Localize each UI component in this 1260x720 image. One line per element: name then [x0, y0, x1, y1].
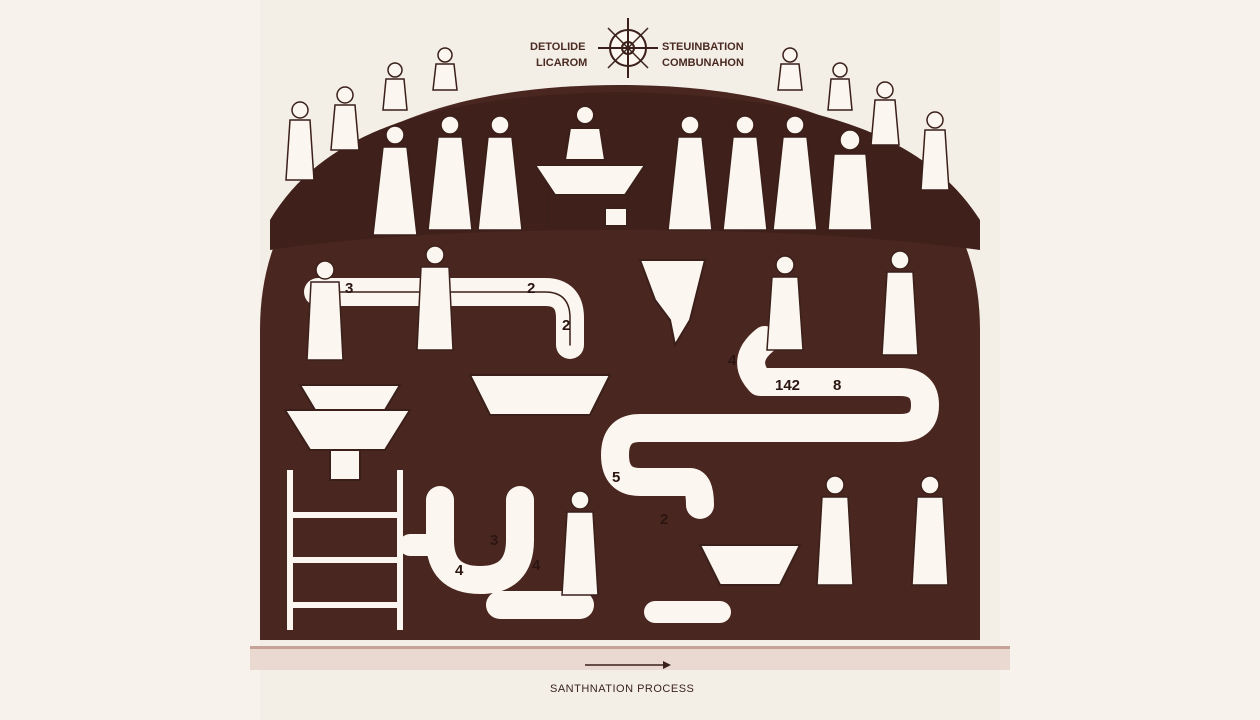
header-left-line2: LICAROM [536, 57, 587, 69]
step-label-i: 3 [490, 532, 498, 549]
pipe-network [304, 278, 939, 623]
header-right-line2: COMBUNAHON [662, 57, 744, 69]
upper-row-figures [372, 115, 873, 236]
step-label-f: 8 [833, 377, 841, 394]
worker-figures [306, 245, 949, 596]
caption: SANTHNATION PROCESS [550, 683, 694, 695]
left-margin [0, 0, 260, 720]
step-label-k: 4 [532, 557, 541, 574]
step-label-e: 142 [775, 377, 800, 394]
flow-arrow [585, 661, 671, 669]
step-label-j: 4 [455, 562, 464, 579]
step-label-h: 2 [660, 511, 668, 528]
bathtub [533, 105, 647, 227]
compass-icon [598, 18, 658, 78]
header-left-line1: DETOLIDE [530, 41, 585, 53]
scaffold [287, 470, 403, 630]
step-label-d: 4 [728, 352, 737, 369]
right-margin [1000, 0, 1260, 720]
basins [283, 259, 802, 586]
step-label-g: 5 [612, 469, 620, 486]
step-label-a: 3 [345, 280, 353, 297]
ground-texture [250, 646, 1010, 670]
step-label-c: 2 [562, 317, 570, 334]
step-label-b: 2 [527, 280, 535, 297]
hill-figures [285, 47, 950, 191]
header-right-line1: STEUINBATION [662, 41, 744, 53]
